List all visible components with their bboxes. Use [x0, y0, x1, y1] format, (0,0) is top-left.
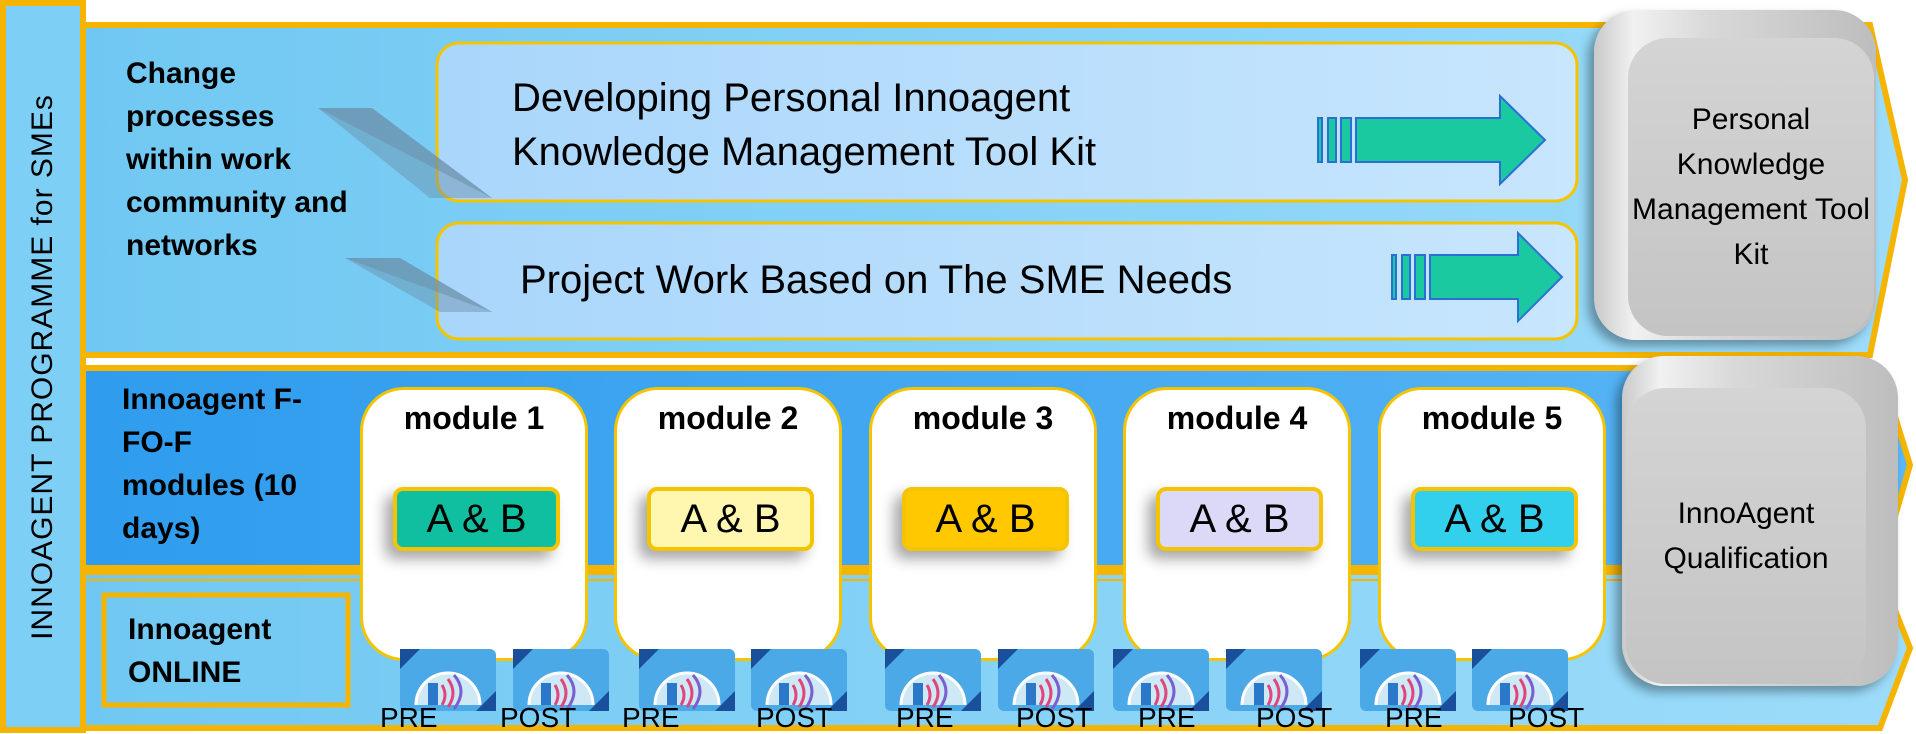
module-title: module 2	[657, 400, 799, 436]
arrow-bottom	[1391, 230, 1564, 324]
sound-icon	[1226, 649, 1322, 711]
toolkit-label: Personal Knowledge Management Tool Kit	[1632, 103, 1870, 271]
module-title: module 1	[403, 400, 545, 436]
sound-icon	[400, 649, 496, 711]
pre-label: PRE	[1138, 702, 1196, 733]
sound-icon	[1360, 649, 1456, 711]
module-badge: A & B	[902, 487, 1069, 551]
bar-bottom-text: Project Work Based on The SME Needs	[520, 257, 1233, 302]
qualification-label: InnoAgent Qualification	[1663, 497, 1829, 575]
module-card-2: module 2 A & B	[614, 387, 842, 661]
sound-icon	[885, 649, 981, 711]
post-label: POST	[1508, 702, 1585, 733]
module-badge: A & B	[1156, 487, 1323, 551]
shadow-wedge-1	[318, 108, 492, 198]
module-badge: A & B	[1411, 487, 1578, 551]
module-badge: A & B	[647, 487, 814, 551]
row-label-change: Change processes within work community a…	[126, 57, 348, 262]
bar-top-shape	[435, 41, 1579, 203]
toolkit-cylinder-face: Personal Knowledge Management Tool Kit	[1628, 38, 1874, 336]
programme-title: INNOAGENT PROGRAMME for SMEs	[0, 0, 86, 733]
row-label-online: Innoagent ONLINE	[128, 613, 272, 689]
module-title: module 4	[1166, 400, 1308, 436]
qualification-cylinder-face: InnoAgent Qualification	[1626, 388, 1866, 684]
pre-label: PRE	[1385, 702, 1443, 733]
post-label: POST	[756, 702, 833, 733]
online-label-box	[101, 592, 351, 708]
pre-label: PRE	[896, 702, 954, 733]
arrow-top	[1317, 93, 1547, 187]
sound-icon	[1113, 649, 1209, 711]
programme-title-text: INNOAGENT PROGRAMME for SMEs	[26, 93, 59, 640]
sound-icon	[751, 649, 847, 711]
sound-icon	[513, 649, 609, 711]
post-label: POST	[500, 702, 577, 733]
row-label-ff-modules: Innoagent F-FO-F modules (10 days)	[122, 383, 302, 545]
module-title: module 5	[1421, 400, 1563, 436]
post-label: POST	[1256, 702, 1333, 733]
module-card-4: module 4 A & B	[1123, 387, 1351, 661]
sound-icon	[639, 649, 735, 711]
pre-label: PRE	[380, 702, 438, 733]
module-card-1: module 1 A & B	[360, 387, 588, 661]
sound-icon	[1472, 649, 1568, 711]
pre-label: PRE	[622, 702, 680, 733]
module-badge: A & B	[393, 487, 560, 551]
bar-top-text: Developing Personal Innoagent Knowledge …	[512, 76, 1097, 174]
module-card-5: module 5 A & B	[1378, 387, 1606, 661]
module-card-3: module 3 A & B	[869, 387, 1097, 661]
shadow-wedge-2	[345, 258, 492, 312]
sound-icon	[998, 649, 1094, 711]
post-label: POST	[1016, 702, 1093, 733]
module-title: module 3	[912, 400, 1054, 436]
